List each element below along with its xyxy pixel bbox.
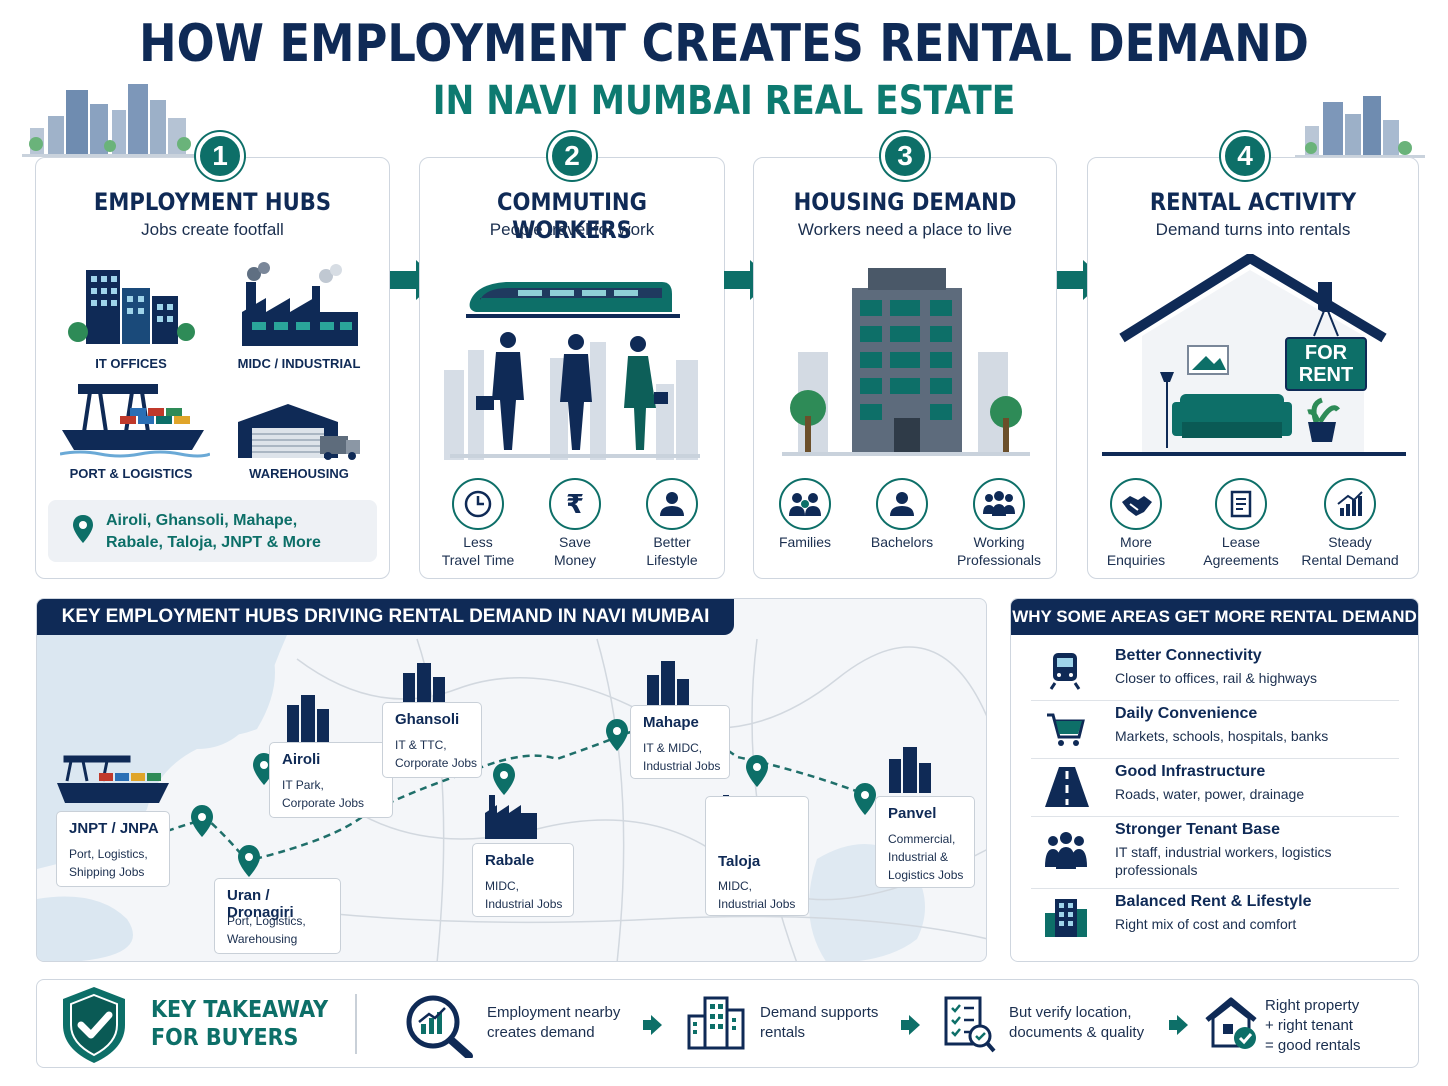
shield-check-icon [63, 987, 125, 1063]
step-employment-hubs: EMPLOYMENT HUBS Jobs create footfall IT … [35, 157, 390, 579]
svg-text:₹: ₹ [566, 490, 584, 520]
warehouse-icon [238, 404, 360, 460]
segment-bachelors: Bachelors [870, 534, 934, 550]
hub-card-jnpt: JNPT / JNPA Port, Logistics,Shipping Job… [56, 811, 170, 887]
house-check-icon [1205, 997, 1257, 1049]
step-1-badge: 1 [196, 132, 244, 180]
step-subtitle: Jobs create footfall [141, 220, 284, 239]
hub-card-taloja: Taloja MIDC,Industrial Jobs [705, 796, 809, 916]
map-title: KEY EMPLOYMENT HUBS DRIVING RENTAL DEMAN… [37, 599, 734, 635]
why-title: WHY SOME AREAS GET MORE RENTAL DEMAND [1011, 599, 1418, 635]
right-skyline-illustration [1295, 96, 1425, 158]
step-3-badge: 3 [881, 132, 929, 180]
why-row-tenant-base: Stronger Tenant Base IT staff, industria… [1031, 817, 1399, 889]
train-icon [1049, 653, 1081, 690]
takeaway-step-4: Right property+ right tenant= good renta… [1265, 997, 1361, 1054]
segment-families: Families [778, 534, 832, 550]
hub-card-panvel: Panvel Commercial,Industrial &Logistics … [875, 796, 975, 888]
why-row-convenience: Daily Convenience Markets, schools, hosp… [1031, 701, 1399, 759]
location-box: Airoli, Ghansoli, Mahape, Rabale, Taloja… [48, 500, 377, 562]
hub-warehousing-label: WAREHOUSING [249, 466, 349, 481]
location-list: Airoli, Ghansoli, Mahape, Rabale, Taloja… [106, 512, 321, 551]
page-title: HOW EMPLOYMENT CREATES RENTAL DEMAND [139, 14, 1309, 74]
metro-train-icon [466, 282, 680, 318]
document-icon [1215, 478, 1267, 530]
hub-card-ghansoli: Ghansoli IT & TTC,Corporate Jobs [382, 702, 482, 778]
hub-card-mahape: Mahape IT & MIDC,Industrial Jobs [630, 705, 730, 779]
commuters-illustration [444, 332, 700, 460]
hubs-map-panel: KEY EMPLOYMENT HUBS DRIVING RENTAL DEMAN… [36, 598, 987, 962]
step-rental-activity: RENTAL ACTIVITY Demand turns into rental… [1087, 157, 1419, 579]
cart-icon [1047, 713, 1085, 746]
step-4-badge: 4 [1221, 132, 1269, 180]
building-icon [1045, 899, 1087, 937]
buildings-icon [687, 996, 745, 1050]
step-subtitle: Demand turns into rentals [1155, 220, 1351, 239]
divider [355, 994, 357, 1054]
hub-port-label: PORT & LOGISTICS [69, 466, 193, 481]
road-icon [1045, 767, 1089, 807]
step-2-badge: 2 [548, 132, 596, 180]
hub-industrial-label: MIDC / INDUSTRIAL [237, 356, 361, 371]
checklist-icon [944, 996, 996, 1053]
professionals-icon [973, 478, 1025, 530]
why-row-connectivity: Better Connectivity Closer to offices, r… [1031, 643, 1399, 701]
why-row-infrastructure: Good Infrastructure Roads, water, power,… [1031, 759, 1399, 817]
family-icon [779, 478, 831, 530]
step-subtitle: People travel for work [489, 220, 655, 239]
it-offices-icon [68, 270, 195, 344]
page-subtitle: IN NAVI MUMBAI REAL ESTATE [432, 78, 1016, 124]
step-title: HOUSING DEMAND [793, 188, 1017, 216]
arrow-right-icon [1169, 1015, 1188, 1035]
growth-chart-icon [1324, 478, 1376, 530]
factory-icon [242, 262, 358, 346]
map-port-icon [57, 755, 169, 803]
why-row-balanced-rent: Balanced Rent & Lifestyle Right mix of c… [1031, 889, 1399, 947]
port-crane-icon [60, 384, 210, 458]
step-title: RENTAL ACTIVITY [1149, 188, 1357, 216]
step-commuting-workers: COMMUTING WORKERS People travel for work… [419, 157, 725, 579]
hub-card-uran: Uran / Dronagiri Port, Logistics,Warehou… [214, 878, 341, 954]
user-icon [646, 478, 698, 530]
step-title: EMPLOYMENT HUBS [93, 188, 332, 216]
house-icon [1102, 254, 1406, 456]
hub-card-airoli: Airoli IT Park,Corporate Jobs [269, 742, 393, 818]
step-housing-demand: HOUSING DEMAND Workers need a place to l… [753, 157, 1057, 579]
rupee-icon: ₹ [549, 478, 601, 530]
takeaway-step-3: But verify location,documents & quality [1009, 1004, 1145, 1041]
location-pin-icon [73, 515, 93, 543]
why-rental-demand-panel: WHY SOME AREAS GET MORE RENTAL DEMAND Be… [1010, 598, 1419, 962]
magnifier-chart-icon [406, 995, 473, 1058]
person-icon [876, 478, 928, 530]
handshake-icon [1110, 478, 1162, 530]
step-subtitle: Workers need a place to live [797, 220, 1013, 239]
left-skyline-illustration [22, 84, 212, 157]
arrow-right-icon [643, 1015, 662, 1035]
clock-icon [452, 478, 504, 530]
people-icon [1045, 832, 1087, 869]
hub-card-rabale: Rabale MIDC,Industrial Jobs [472, 843, 574, 917]
step-title: COMMUTING WORKERS [497, 188, 647, 244]
arrow-right-icon [901, 1015, 920, 1035]
hub-it-offices-label: IT OFFICES [95, 356, 167, 371]
apartment-building-icon [782, 268, 1030, 456]
